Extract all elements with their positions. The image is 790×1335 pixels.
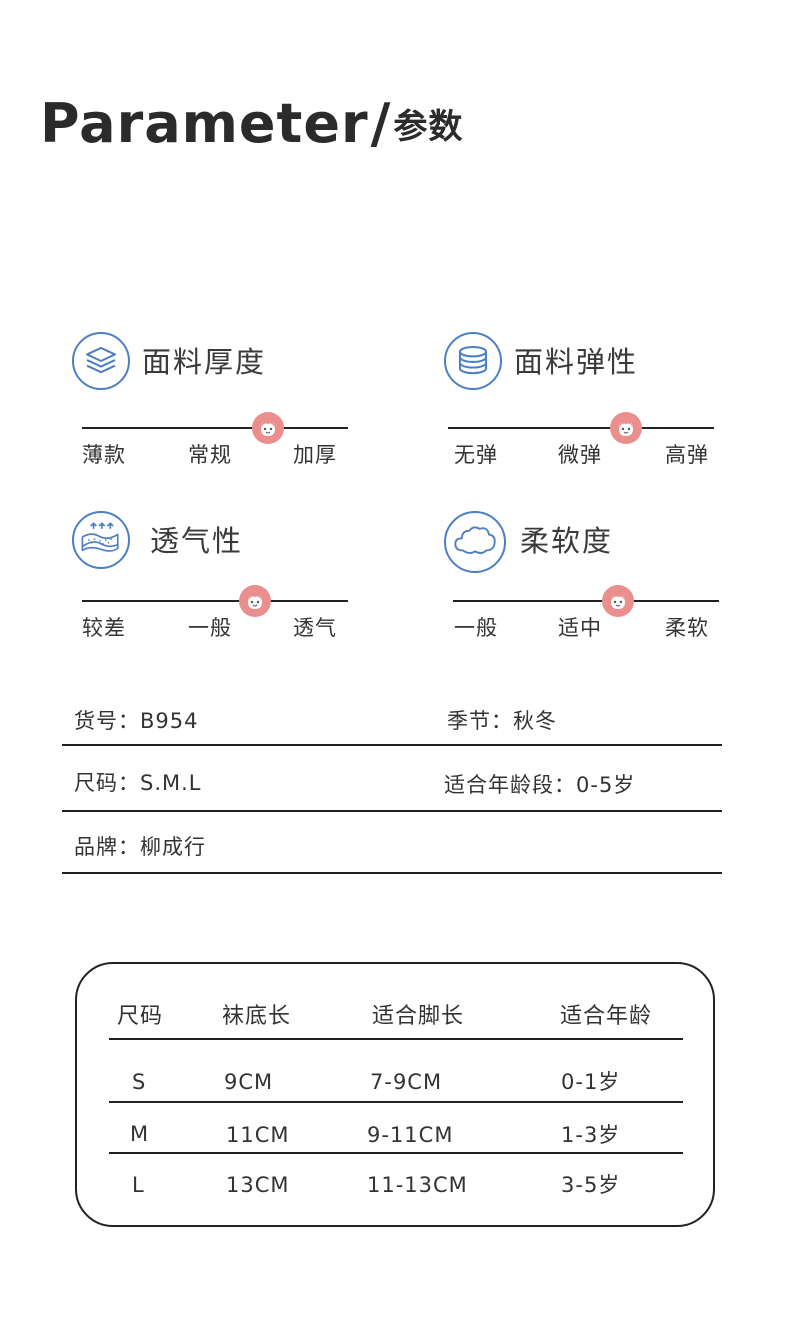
param-name: 面料厚度 <box>142 345 267 379</box>
table-cell: 13CM <box>226 1173 290 1197</box>
level-indicator-face-icon <box>252 412 285 444</box>
level-indicator-face-icon <box>601 585 634 617</box>
table-cell: 11CM <box>226 1123 290 1147</box>
param-softness: 柔软度 一般 适中 柔软 <box>444 505 744 645</box>
table-cell: 9CM <box>224 1070 274 1094</box>
level-label-high: 加厚 <box>293 443 337 467</box>
level-label-high: 高弹 <box>665 443 709 467</box>
layers-icon <box>72 332 130 390</box>
table-cell: L <box>132 1173 145 1197</box>
param-fabric-elasticity: 面料弹性 无弹 微弹 高弹 <box>444 332 744 472</box>
level-track <box>82 600 348 602</box>
title-english: Parameter <box>40 92 369 155</box>
cloud-icon <box>444 511 506 573</box>
info-row: 尺码：S.M.L 适合年龄段：0-5岁 <box>62 746 722 812</box>
param-fabric-thickness: 面料厚度 薄款 常规 加厚 <box>72 332 372 472</box>
param-breathability: 透气性 较差 一般 透气 <box>72 505 372 645</box>
param-name: 透气性 <box>150 524 244 558</box>
level-indicator-face-icon <box>238 585 271 617</box>
page-title: Parameter/参数 <box>40 92 463 159</box>
level-label-high: 透气 <box>293 616 337 640</box>
season: 季节：秋冬 <box>447 709 557 733</box>
level-label-low: 较差 <box>82 616 126 640</box>
table-divider <box>109 1038 683 1040</box>
table-header-size: 尺码 <box>117 1004 164 1029</box>
table-cell: M <box>130 1122 150 1146</box>
level-label-high: 柔软 <box>665 616 709 640</box>
table-header-age: 适合年龄 <box>560 1004 653 1029</box>
table-cell: 7-9CM <box>370 1070 443 1094</box>
table-header-foot-length: 适合脚长 <box>372 1004 465 1029</box>
table-cell: 3-5岁 <box>561 1173 621 1197</box>
level-indicator-face-icon <box>610 412 643 444</box>
param-name: 面料弹性 <box>514 345 639 379</box>
level-label-mid: 一般 <box>188 616 232 640</box>
level-track <box>453 600 719 602</box>
size-range: 尺码：S.M.L <box>74 771 202 795</box>
table-cell: 11-13CM <box>367 1173 468 1197</box>
level-label-low: 无弹 <box>454 443 498 467</box>
level-label-mid: 常规 <box>188 443 232 467</box>
disc-stack-icon <box>444 332 502 390</box>
table-cell: 9-11CM <box>367 1123 454 1147</box>
info-row: 货号：B954 季节：秋冬 <box>62 700 722 746</box>
table-cell: S <box>132 1070 147 1094</box>
level-label-low: 薄款 <box>82 443 126 467</box>
title-chinese: 参数 <box>393 107 464 147</box>
breathable-fabric-icon <box>72 511 130 569</box>
size-table: 尺码 袜底长 适合脚长 适合年龄 S 9CM 7-9CM 0-1岁 M 11CM… <box>75 962 715 1227</box>
level-label-low: 一般 <box>454 616 498 640</box>
title-separator: / <box>370 92 392 155</box>
age-range: 适合年龄段：0-5岁 <box>444 773 636 797</box>
table-cell: 0-1岁 <box>561 1070 621 1094</box>
table-divider <box>109 1101 683 1103</box>
item-number: 货号：B954 <box>74 709 199 733</box>
level-label-mid: 微弹 <box>558 443 602 467</box>
level-track <box>82 427 348 429</box>
level-label-mid: 适中 <box>558 616 602 640</box>
info-row: 品牌：柳成行 <box>62 812 722 874</box>
brand: 品牌：柳成行 <box>74 835 206 859</box>
param-name: 柔软度 <box>520 524 614 558</box>
table-header-sole-length: 袜底长 <box>222 1004 292 1029</box>
table-cell: 1-3岁 <box>561 1123 621 1147</box>
level-track <box>448 427 714 429</box>
table-divider <box>109 1152 683 1154</box>
